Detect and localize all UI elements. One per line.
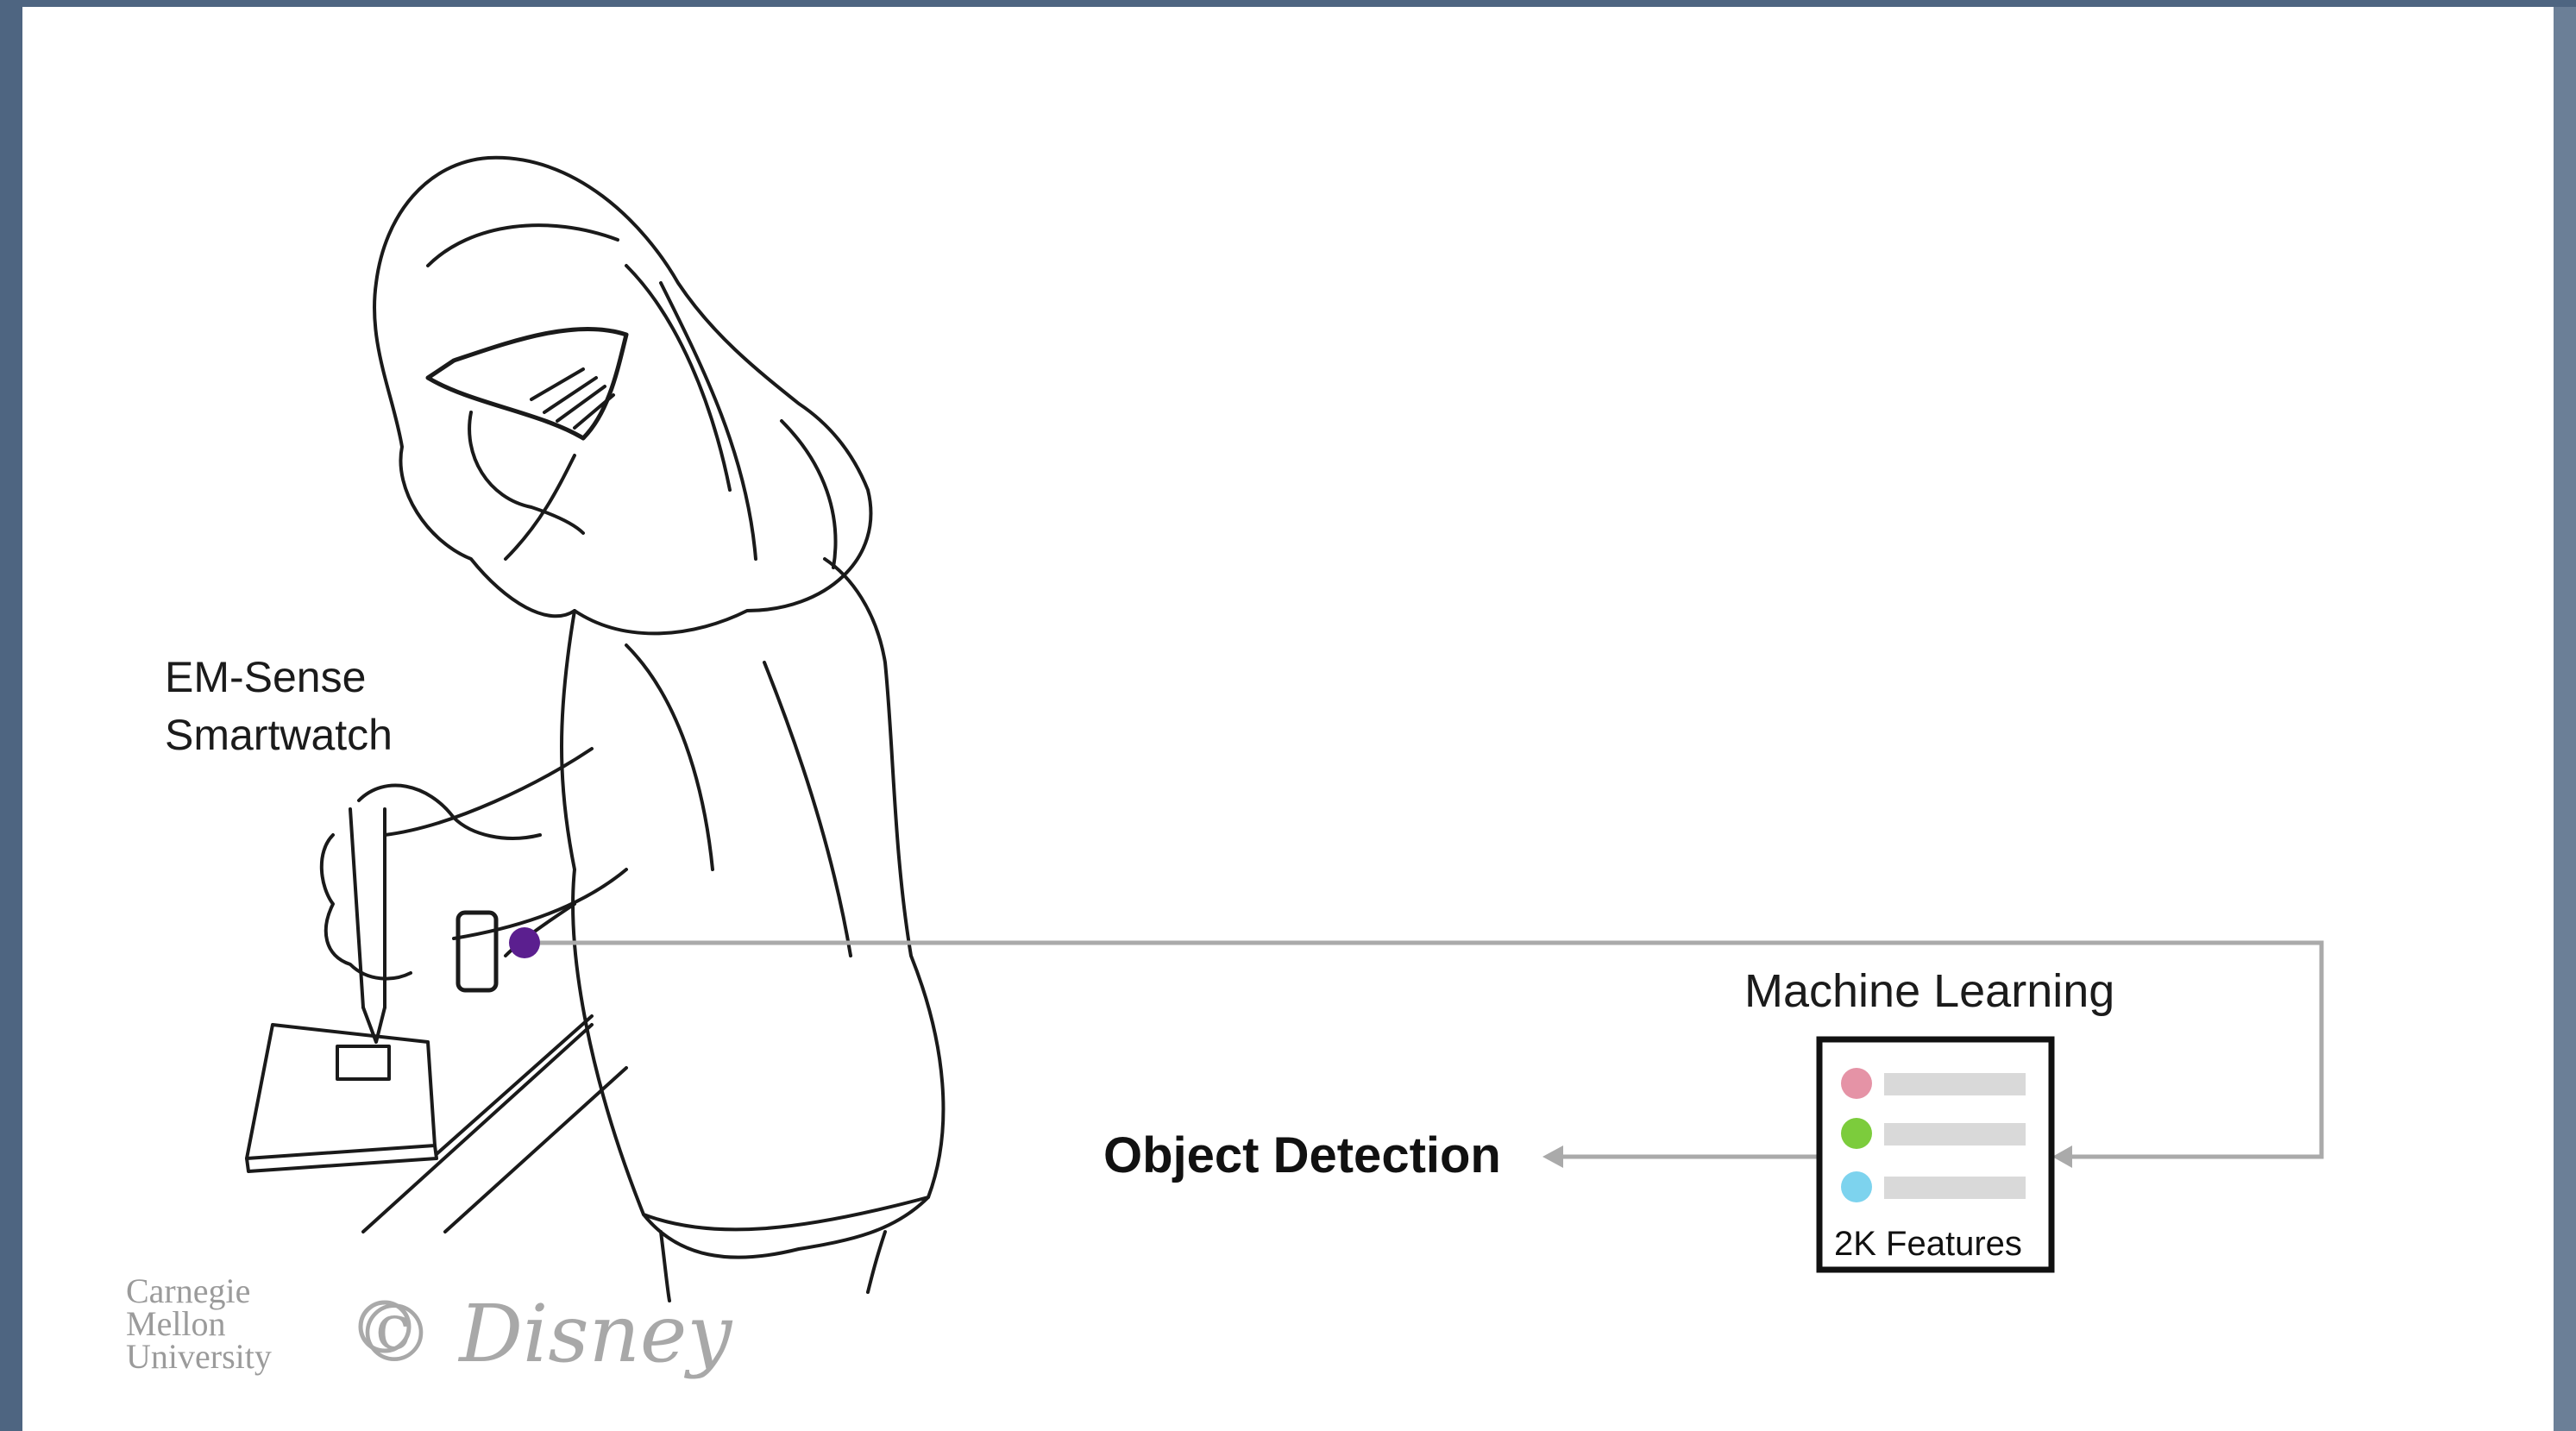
cmu-logo: Carnegie Mellon University bbox=[126, 1271, 272, 1376]
sensor-label-line1: EM-Sense bbox=[165, 653, 367, 701]
feature-bar bbox=[1884, 1123, 2026, 1145]
diagram-canvas bbox=[245, 155, 2324, 1353]
slide-canvas: EM-Sense Smartwatch Machine Learning Obj… bbox=[22, 7, 2569, 1431]
person-illustration bbox=[245, 155, 946, 1302]
sensor-label-line2: Smartwatch bbox=[165, 711, 393, 759]
ml-title: Machine Learning bbox=[1744, 965, 2115, 1017]
arrow-to-detection-icon bbox=[1542, 1145, 1563, 1168]
features-caption: 2K Features bbox=[1834, 1225, 2022, 1263]
disney-logo: © Disney bbox=[355, 1288, 732, 1380]
feature-bar bbox=[1884, 1177, 2026, 1199]
window-edge bbox=[2554, 7, 2576, 1431]
signal-connector bbox=[525, 940, 2324, 1159]
copyright-icon bbox=[358, 1300, 412, 1353]
feature-dot-pink-icon bbox=[1841, 1068, 1872, 1099]
arrow-into-ml-icon bbox=[2052, 1145, 2072, 1168]
feature-dot-green-icon bbox=[1841, 1118, 1872, 1149]
feature-dot-blue-icon bbox=[1841, 1171, 1872, 1202]
feature-bar bbox=[1884, 1073, 2026, 1095]
signal-dot-icon bbox=[509, 927, 540, 958]
output-title: Object Detection bbox=[1103, 1127, 1501, 1183]
